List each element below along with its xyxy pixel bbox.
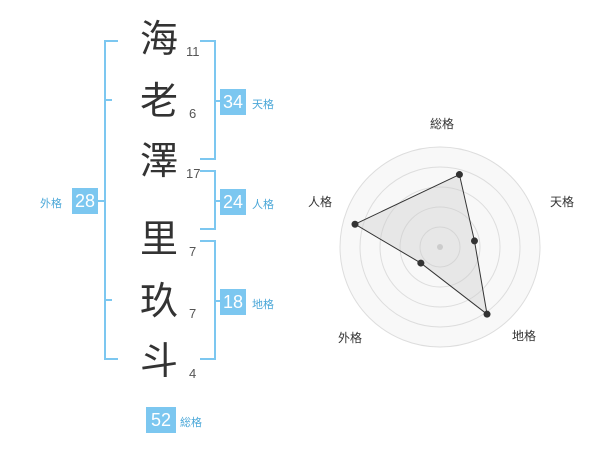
stroke-count-3: 17 — [186, 166, 201, 181]
tenkaku-bracket-mid — [214, 100, 222, 102]
name-char-5: 玖 — [140, 279, 179, 323]
radar-point-5 — [351, 220, 359, 228]
radar-center — [437, 244, 443, 250]
gaikaku-bracket-tick-2 — [104, 299, 112, 301]
radar-axis-label-4: 外格 — [338, 330, 362, 345]
radar-ring-4 — [359, 166, 521, 328]
name-char-4: 里 — [140, 217, 179, 261]
stroke-count-4: 7 — [189, 244, 197, 259]
name-char-6: 斗 — [140, 339, 179, 383]
stroke-count-2: 6 — [189, 106, 197, 121]
stroke-count-5: 7 — [189, 306, 197, 321]
name-char-1: 海 — [140, 17, 179, 61]
jinkaku-bracket-mid — [214, 200, 222, 202]
radar-ring-5 — [339, 146, 541, 348]
radar-axis-label-1: 総格 — [430, 116, 454, 131]
stroke-count-1: 11 — [186, 44, 200, 59]
gaikaku-label: 外格 — [40, 197, 62, 210]
radar-point-3 — [483, 310, 491, 318]
stroke-count-6: 4 — [189, 366, 197, 381]
tenkaku-label: 天格 — [252, 98, 274, 111]
radar-polygon — [353, 173, 488, 316]
name-char-3: 澤 — [140, 139, 179, 183]
radar-axis-label-3: 地格 — [512, 328, 536, 343]
radar-axis-label-5: 人格 — [308, 194, 332, 209]
gaikaku-bracket-tick-1 — [104, 99, 112, 101]
soukaku-label: 総格 — [180, 416, 202, 429]
radar-axis-label-2: 天格 — [550, 194, 574, 209]
radar-ring-3 — [379, 186, 501, 308]
soukaku-badge: 52 — [146, 407, 176, 433]
radar-ring-2 — [399, 206, 481, 288]
gaikaku-bracket — [104, 40, 118, 360]
chikaku-label: 地格 — [252, 298, 274, 311]
gaikaku-badge: 28 — [72, 188, 98, 214]
name-char-2: 老 — [140, 79, 179, 123]
radar-ring-1 — [419, 226, 461, 268]
radar-point-1 — [455, 171, 463, 179]
chikaku-badge: 18 — [220, 289, 246, 315]
chikaku-bracket-mid — [214, 300, 222, 302]
tenkaku-badge: 34 — [220, 89, 246, 115]
radar-point-4 — [417, 259, 425, 267]
jinkaku-badge: 24 — [220, 189, 246, 215]
radar-point-2 — [470, 237, 478, 245]
jinkaku-label: 人格 — [252, 198, 274, 211]
gaikaku-bracket-mid — [98, 200, 106, 202]
